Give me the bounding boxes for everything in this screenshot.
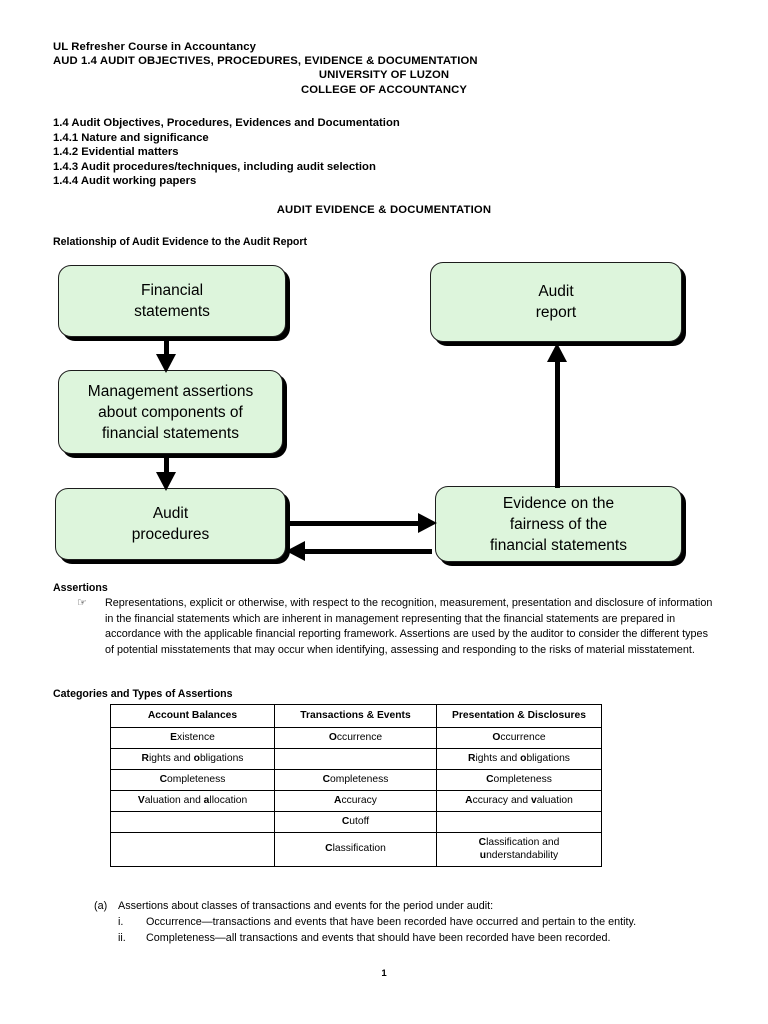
table-cell: Occurrence — [274, 726, 437, 749]
table-cell: Rights and obligations — [436, 747, 602, 770]
arrow-report-to-statements-head-icon — [286, 541, 305, 561]
flow-box-audit-procedures: Audit procedures — [55, 488, 286, 560]
arrow-assertions-to-procedures-shaft — [164, 455, 169, 476]
list-item-a-marker: (a) — [94, 900, 108, 912]
list-item-ii-marker: ii. — [118, 932, 126, 944]
table-row: Rights and obligations Rights and obligat… — [110, 747, 602, 770]
assertions-definition-text: Representations, explicit or otherwise, … — [105, 597, 713, 656]
list-item-a: (a) Assertions about classes of transact… — [94, 898, 734, 914]
flow-box-audit-procedures-line2: procedures — [131, 526, 210, 543]
table-header-transactions-events: Transactions & Events — [274, 704, 437, 728]
arrow-statements-to-assertions-head-icon — [156, 354, 176, 373]
table-cell: Occurrence — [436, 726, 602, 749]
arrow-evidence-to-report-head-icon — [547, 343, 567, 362]
table-cell: Completeness — [274, 768, 437, 791]
table-cell: Classification — [274, 831, 437, 867]
assertions-definition: ☞ Representations, explicit or otherwise… — [77, 596, 717, 658]
flow-box-evidence-fairness: Evidence on the fairness of the financia… — [435, 486, 682, 562]
flow-box-audit-report-line1: Audit — [538, 283, 574, 300]
flow-box-audit-procedures-line1: Audit — [152, 505, 189, 522]
flow-box-evidence-fairness-line1: Evidence on the — [502, 494, 615, 512]
table-header-account-balances: Account Balances — [110, 704, 275, 728]
arrow-evidence-to-report-shaft — [555, 360, 560, 488]
arrow-statements-to-assertions-shaft — [164, 337, 169, 358]
header-line-university: UNIVERSITY OF LUZON — [318, 69, 450, 82]
table-header-row: Account Balances Transactions & Events P… — [110, 704, 602, 728]
flow-box-management-assertions-line1: Management assertions — [87, 382, 254, 400]
list-item-ii-text: Completeness—all transactions and events… — [146, 932, 611, 944]
header-line-course: UL Refresher Course in Accountancy — [53, 41, 257, 53]
flow-box-evidence-fairness-line2: fairness of the — [509, 515, 608, 533]
list-item-i: i. Occurrence—transactions and events th… — [118, 914, 734, 930]
header-line-college: COLLEGE OF ACCOUNTANCY — [301, 83, 467, 96]
audit-evidence-flowchart: Financial statements Management assertio… — [0, 255, 768, 570]
table-cell: Existence — [110, 726, 275, 749]
arrow-assertions-to-procedures-head-icon — [156, 472, 176, 491]
outline-item-1-4-2: 1.4.2 Evidential matters — [53, 146, 179, 159]
subheading-assertions: Assertions — [53, 582, 108, 594]
outline-item-1-4: 1.4 Audit Objectives, Procedures, Eviden… — [53, 117, 400, 129]
flow-box-evidence-fairness-line3: financial statements — [490, 536, 627, 554]
table-cell: Accuracy and valuation — [436, 789, 602, 812]
list-item-ii: ii. Completeness—all transactions and ev… — [118, 930, 734, 946]
outline-item-1-4-4: 1.4.4 Audit working papers — [53, 175, 197, 188]
outline-item-1-4-3: 1.4.3 Audit procedures/techniques, inclu… — [53, 160, 376, 173]
table-cell: Accuracy — [274, 789, 437, 812]
list-item-a-text: Assertions about classes of transactions… — [118, 900, 494, 912]
subheading-relationship: Relationship of Audit Evidence to the Au… — [53, 236, 308, 248]
table-cell: Classification and understandability — [436, 831, 602, 867]
flow-box-management-assertions-line3: financial statements — [101, 424, 239, 442]
assertions-categories-table: Account Balances Transactions & Events P… — [110, 704, 602, 867]
outline-list: 1.4 Audit Objectives, Procedures, Eviden… — [53, 116, 715, 189]
flow-box-audit-report: Audit report — [430, 262, 682, 342]
section-title: AUDIT EVIDENCE & DOCUMENTATION — [276, 204, 492, 216]
arrow-report-to-statements-shaft — [304, 549, 432, 554]
table-cell: Valuation and allocation — [110, 789, 275, 812]
table-header-presentation-disclosures: Presentation & Disclosures — [436, 704, 602, 728]
page-number: 1 — [381, 968, 387, 979]
table-row: Cutoff — [110, 810, 602, 833]
pointing-hand-bullet-icon: ☞ — [77, 597, 87, 609]
table-cell: Rights and obligations — [110, 747, 275, 770]
table-cell — [110, 810, 275, 833]
table-cell — [436, 810, 602, 833]
table-cell: Cutoff — [274, 810, 437, 833]
flow-box-financial-statements-line2: statements — [134, 303, 210, 320]
list-item-i-marker: i. — [118, 916, 124, 928]
outline-item-1-4-1: 1.4.1 Nature and significance — [53, 131, 209, 144]
header-line-module: AUD 1.4 AUDIT OBJECTIVES, PROCEDURES, EV… — [53, 55, 478, 68]
table-cell — [274, 747, 437, 770]
table-cell — [110, 831, 275, 867]
table-cell: Completeness — [436, 768, 602, 791]
arrow-procedures-to-evidence-shaft — [288, 521, 419, 526]
flow-box-management-assertions-line2: about components of — [98, 403, 243, 421]
list-item-i-text: Occurrence—transactions and events that … — [146, 916, 637, 928]
flow-box-financial-statements: Financial statements — [58, 265, 286, 337]
bottom-list: (a) Assertions about classes of transact… — [94, 898, 734, 946]
document-header: UL Refresher Course in Accountancy AUD 1… — [53, 40, 715, 97]
flow-box-management-assertions: Management assertions about components o… — [58, 370, 283, 454]
flow-box-financial-statements-line1: Financial — [140, 282, 204, 299]
subheading-categories: Categories and Types of Assertions — [53, 688, 233, 700]
flow-box-audit-report-line2: report — [535, 304, 577, 321]
arrow-procedures-to-evidence-head-icon — [418, 513, 437, 533]
table-cell: Completeness — [110, 768, 275, 791]
